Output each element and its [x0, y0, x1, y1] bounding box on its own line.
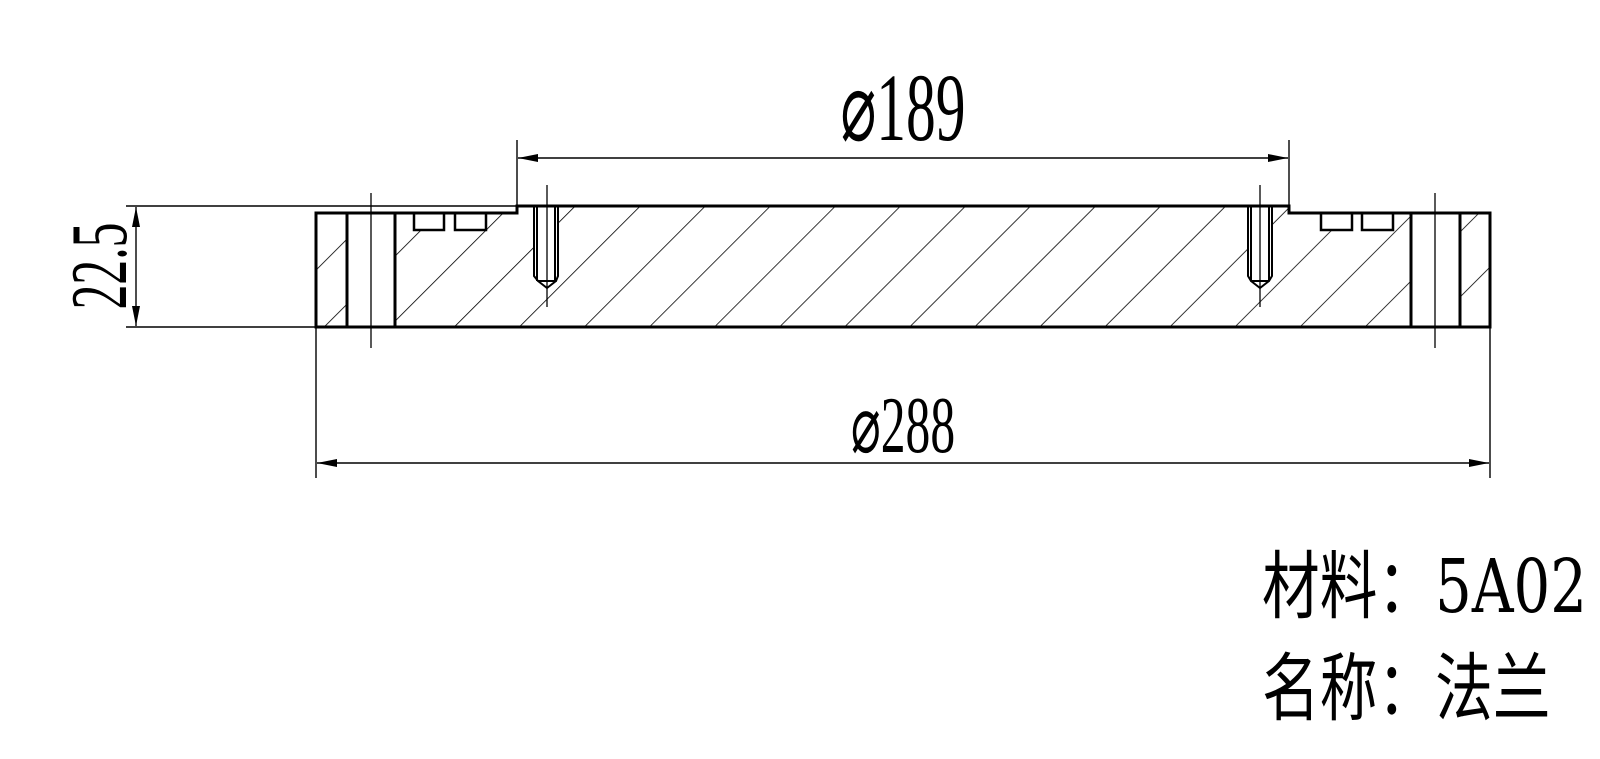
svg-text:材料：5A02: 材料：5A02 [1262, 543, 1587, 630]
dimension-lines [126, 140, 1491, 478]
dimension-label-189: ⌀189 [840, 56, 965, 162]
groove [412, 213, 1395, 232]
material-value: 5A02 [1435, 543, 1587, 630]
title-block: 材料：5A02 名称：法兰 [1262, 543, 1587, 732]
section-hatching [316, 206, 1490, 327]
material-label: 材料： [1262, 543, 1435, 630]
dimension-label-288: ⌀288 [851, 382, 955, 470]
svg-text:名称：法兰: 名称：法兰 [1262, 645, 1551, 732]
name-value: 法兰 [1435, 645, 1550, 732]
dimension-label-thickness: 22.5 [56, 223, 144, 310]
name-label: 名称： [1262, 645, 1435, 732]
center-lines [370, 185, 1436, 348]
